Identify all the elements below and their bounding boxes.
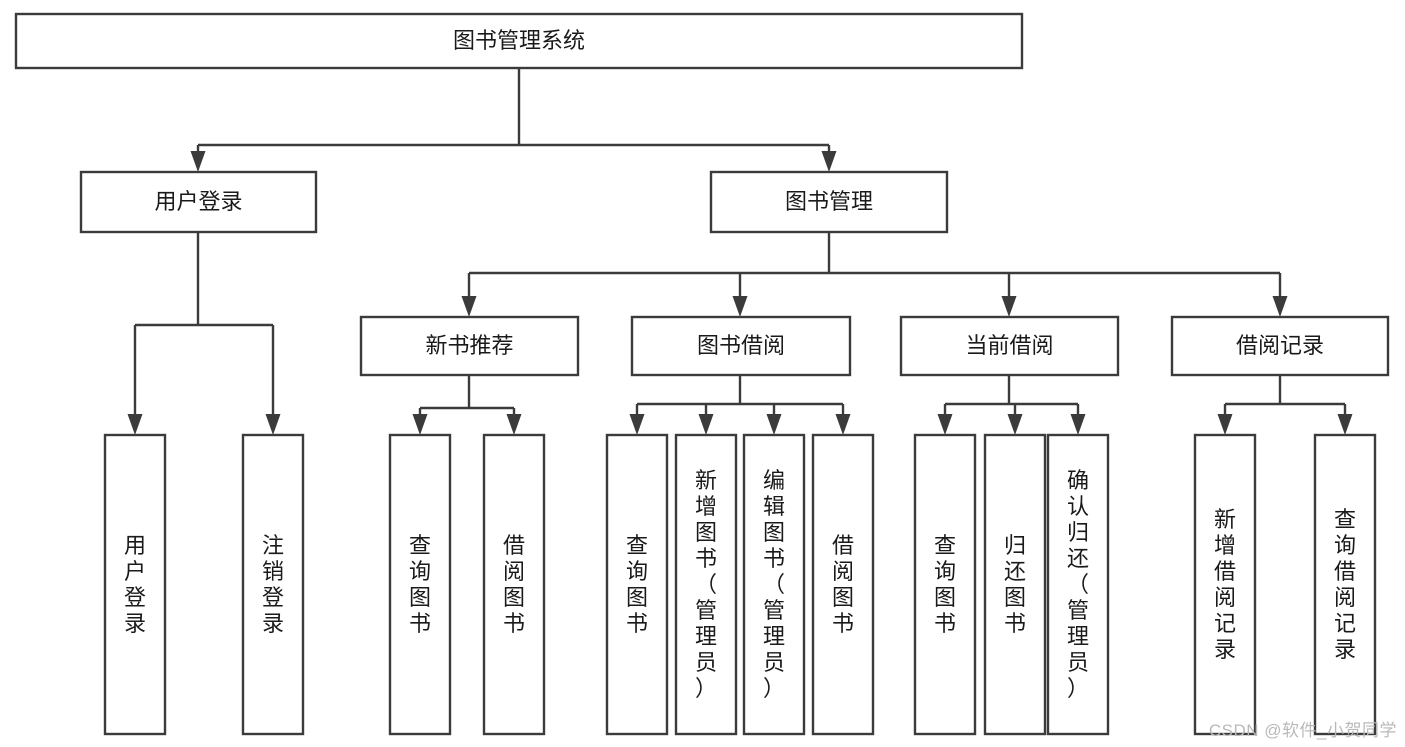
node-label-leaf-logout-login: 注销登录 [262, 533, 284, 636]
node-box-leaf-query-book-recommend[interactable] [388, 433, 452, 736]
book-borrow-arrow-icon-1 [698, 414, 714, 435]
node-box-leaf-return-book[interactable] [983, 433, 1047, 736]
node-label-leaf-query-book-borrow: 查询图书 [626, 533, 648, 636]
current-borrow-arrow-icon-1 [1007, 414, 1023, 435]
node-box-new-book-recommend[interactable] [359, 315, 580, 377]
book-borrow-arrow-icon-0 [629, 414, 645, 435]
node-box-leaf-user-login[interactable] [103, 433, 167, 736]
borrow-records-arrow-icon-0 [1217, 414, 1233, 435]
new-book-recommend-arrow-icon-1 [506, 414, 522, 435]
book-borrow-arrow-icon-3 [835, 414, 851, 435]
node-box-leaf-add-book-admin[interactable] [674, 433, 738, 736]
node-leaf-borrow-book-recommend[interactable]: 借阅图书 [482, 433, 546, 736]
user-login-arrow-icon-1 [265, 414, 281, 435]
node-label-leaf-borrow-book: 借阅图书 [832, 533, 854, 636]
node-leaf-return-book[interactable]: 归还图书 [983, 433, 1047, 736]
book-management-arrow-icon-1 [732, 296, 748, 317]
node-label-leaf-user-login: 用户登录 [124, 533, 146, 636]
node-label-leaf-confirm-return-admin: 确认归还（管理员） [1067, 468, 1089, 701]
node-leaf-user-login[interactable]: 用户登录 [103, 433, 167, 736]
node-box-leaf-query-borrow-record[interactable] [1313, 433, 1377, 736]
node-label-leaf-add-borrow-record: 新增借阅记录 [1214, 507, 1236, 662]
node-label-new-book-recommend: 新书推荐 [425, 333, 513, 358]
node-box-leaf-borrow-book-recommend[interactable] [482, 433, 546, 736]
node-root[interactable]: 图书管理系统 [14, 12, 1024, 70]
node-label-user-login: 用户登录 [154, 189, 242, 214]
node-box-leaf-add-borrow-record[interactable] [1193, 433, 1257, 736]
root-arrow-icon-0 [190, 151, 206, 172]
node-label-book-borrow: 图书借阅 [697, 333, 785, 358]
node-box-user-login[interactable] [79, 170, 318, 234]
book-management-arrow-icon-2 [1001, 296, 1017, 317]
node-label-book-management: 图书管理 [785, 189, 873, 214]
node-box-leaf-edit-book-admin[interactable] [742, 433, 806, 736]
node-box-leaf-query-book-current[interactable] [913, 433, 977, 736]
book-management-arrow-icon-3 [1272, 296, 1288, 317]
node-borrow-records[interactable]: 借阅记录 [1170, 315, 1390, 377]
node-book-management[interactable]: 图书管理 [709, 170, 949, 234]
book-borrow-arrow-icon-2 [766, 414, 782, 435]
node-leaf-edit-book-admin[interactable]: 编辑图书（管理员） [742, 433, 806, 736]
node-leaf-add-borrow-record[interactable]: 新增借阅记录 [1193, 433, 1257, 736]
node-book-borrow[interactable]: 图书借阅 [630, 315, 852, 377]
node-label-leaf-query-borrow-record: 查询借阅记录 [1334, 507, 1356, 662]
node-box-leaf-logout-login[interactable] [241, 433, 305, 736]
node-box-book-management[interactable] [709, 170, 949, 234]
borrow-records-arrow-icon-1 [1337, 414, 1353, 435]
node-label-leaf-borrow-book-recommend: 借阅图书 [503, 533, 525, 636]
node-label-leaf-edit-book-admin: 编辑图书（管理员） [763, 468, 785, 701]
node-leaf-add-book-admin[interactable]: 新增图书（管理员） [674, 433, 738, 736]
node-leaf-query-book-borrow[interactable]: 查询图书 [605, 433, 669, 736]
node-new-book-recommend[interactable]: 新书推荐 [359, 315, 580, 377]
book-management-arrow-icon-0 [461, 296, 477, 317]
node-current-borrow[interactable]: 当前借阅 [899, 315, 1120, 377]
node-label-borrow-records: 借阅记录 [1236, 333, 1324, 358]
node-box-current-borrow[interactable] [899, 315, 1120, 377]
node-user-login[interactable]: 用户登录 [79, 170, 318, 234]
node-leaf-logout-login[interactable]: 注销登录 [241, 433, 305, 736]
node-leaf-query-book-current[interactable]: 查询图书 [913, 433, 977, 736]
current-borrow-arrow-icon-2 [1070, 414, 1086, 435]
node-box-root[interactable] [14, 12, 1024, 70]
root-arrow-icon-1 [821, 151, 837, 172]
user-login-arrow-icon-0 [127, 414, 143, 435]
node-leaf-borrow-book[interactable]: 借阅图书 [811, 433, 875, 736]
node-leaf-query-borrow-record[interactable]: 查询借阅记录 [1313, 433, 1377, 736]
node-box-book-borrow[interactable] [630, 315, 852, 377]
node-box-leaf-borrow-book[interactable] [811, 433, 875, 736]
node-box-borrow-records[interactable] [1170, 315, 1390, 377]
node-label-root: 图书管理系统 [453, 28, 585, 53]
node-label-leaf-query-book-recommend: 查询图书 [409, 533, 431, 636]
current-borrow-arrow-icon-0 [937, 414, 953, 435]
node-label-leaf-query-book-current: 查询图书 [934, 533, 956, 636]
node-label-leaf-return-book: 归还图书 [1004, 533, 1026, 636]
node-label-current-borrow: 当前借阅 [965, 333, 1053, 358]
node-leaf-confirm-return-admin[interactable]: 确认归还（管理员） [1046, 433, 1110, 736]
node-box-leaf-query-book-borrow[interactable] [605, 433, 669, 736]
node-label-leaf-add-book-admin: 新增图书（管理员） [695, 468, 717, 701]
new-book-recommend-arrow-icon-0 [412, 414, 428, 435]
node-box-leaf-confirm-return-admin[interactable] [1046, 433, 1110, 736]
node-leaf-query-book-recommend[interactable]: 查询图书 [388, 433, 452, 736]
